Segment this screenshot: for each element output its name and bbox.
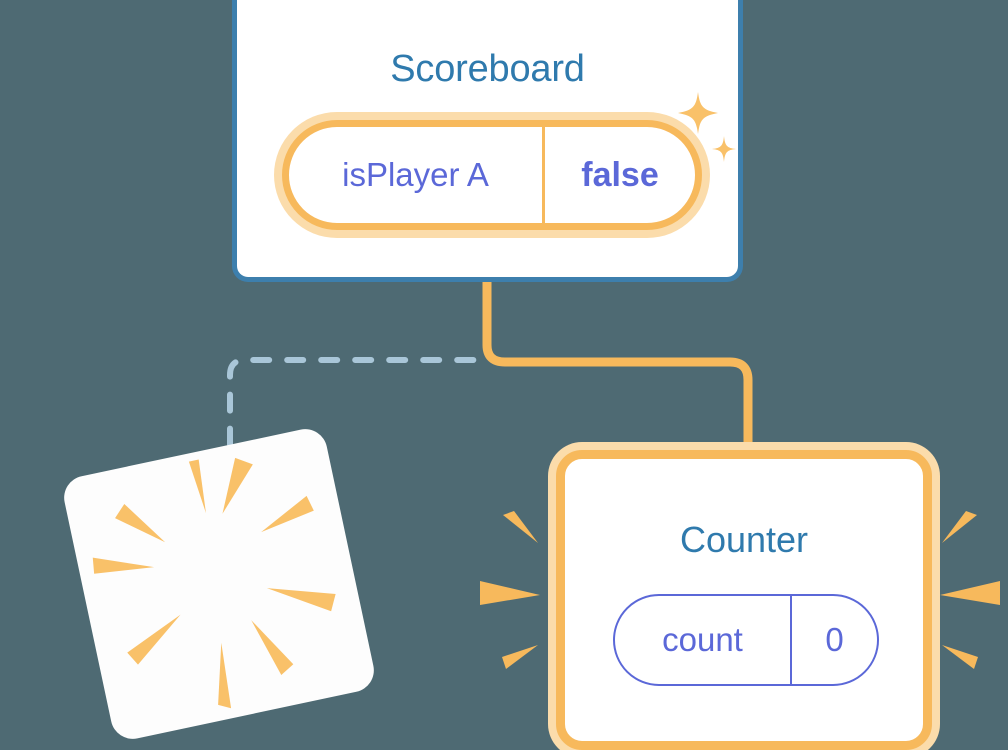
counter-state-pill[interactable]: count 0	[613, 594, 879, 686]
burst-ray	[942, 645, 978, 669]
counter-state-value: 0	[790, 596, 877, 684]
sparkle-group	[678, 92, 736, 162]
blank-card-rays	[92, 457, 336, 709]
scoreboard-state-pill[interactable]: isPlayer A false	[282, 120, 702, 230]
burst-ray	[503, 511, 538, 543]
solid-connector-line	[482, 282, 753, 462]
counter-component-box[interactable]: Counter count 0	[556, 450, 932, 750]
burst-ray	[222, 457, 253, 514]
counter-state-key: count	[662, 621, 743, 658]
burst-ray	[502, 645, 538, 669]
scoreboard-title: Scoreboard	[390, 48, 585, 90]
burst-ray	[940, 581, 1000, 605]
burst-ray	[188, 459, 206, 514]
blank-card[interactable]	[60, 425, 378, 743]
sparkle-small-icon	[712, 136, 736, 162]
scoreboard-state-value: false	[542, 127, 695, 223]
burst-ray	[92, 557, 155, 574]
burst-ray	[942, 511, 977, 543]
scoreboard-component-box[interactable]: Scoreboard isPlayer A false	[232, 0, 743, 282]
burst-ray	[251, 620, 294, 676]
burst-ray	[218, 642, 232, 709]
scoreboard-state-key: isPlayer A	[342, 156, 489, 193]
burst-rays-right	[940, 511, 1000, 669]
burst-ray	[115, 503, 166, 543]
sparkle-large-icon	[678, 92, 718, 134]
burst-ray	[261, 495, 314, 533]
burst-ray	[127, 614, 181, 665]
counter-title: Counter	[679, 519, 809, 560]
burst-ray	[480, 581, 540, 605]
burst-rays-left	[480, 511, 540, 669]
burst-ray	[266, 588, 336, 612]
